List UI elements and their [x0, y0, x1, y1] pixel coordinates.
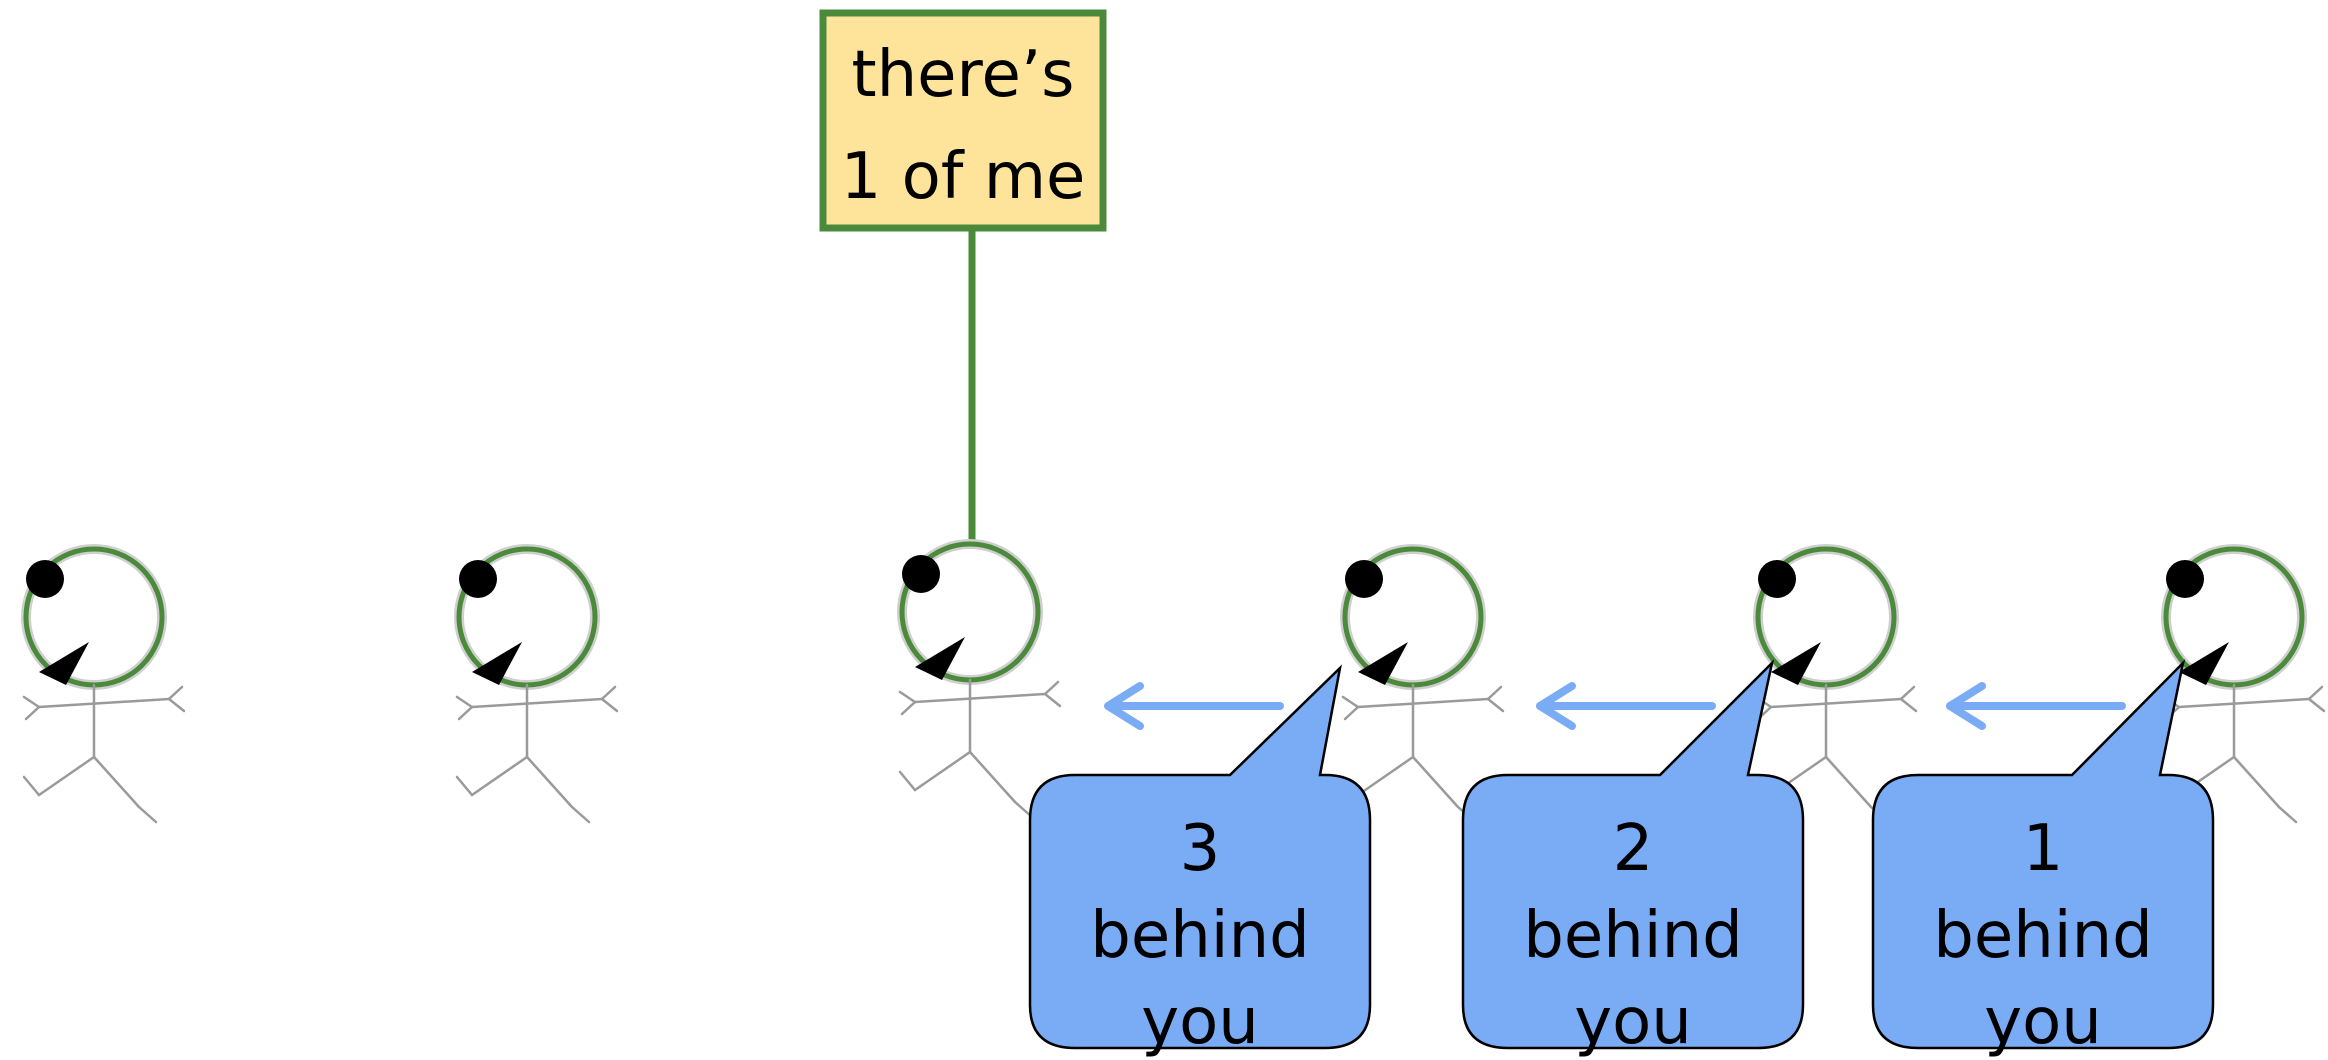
- person-figure: [24, 549, 184, 822]
- bubble-behind: behind: [1933, 899, 2153, 973]
- person-figure: [900, 544, 1060, 817]
- speech-bubble: 3 behind you: [1028, 664, 1372, 1059]
- bubble-behind: behind: [1523, 899, 1743, 973]
- bubble-you: you: [1574, 985, 1692, 1059]
- bubble-you: you: [1984, 985, 2102, 1059]
- bubble-you: you: [1141, 985, 1259, 1059]
- bubble-behind: behind: [1090, 899, 1310, 973]
- sign-line-1: there’s: [852, 38, 1075, 112]
- left-arrow-icon: [1946, 682, 2126, 730]
- speech-bubble: 2 behind you: [1461, 659, 1805, 1059]
- sign-line-2: 1 of me: [841, 140, 1086, 214]
- left-arrow-icon: [1104, 682, 1284, 730]
- sign-box: there’s 1 of me: [819, 9, 1107, 232]
- bubble-count: 3: [1180, 812, 1221, 886]
- bubble-count: 1: [2023, 812, 2064, 886]
- bubble-count: 2: [1613, 812, 1654, 886]
- left-arrow-icon: [1536, 682, 1716, 730]
- person-figure: [457, 549, 617, 822]
- speech-bubble: 1 behind you: [1871, 659, 2215, 1059]
